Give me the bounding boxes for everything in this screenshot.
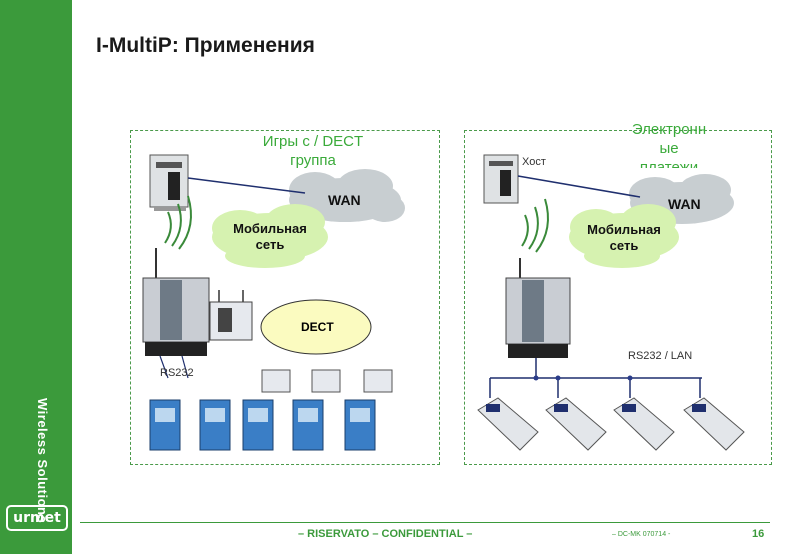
dect-base-icon (209, 290, 253, 341)
left-heading-line1: Игры с / DECT (262, 133, 364, 150)
dect-terminal-icon (261, 369, 393, 393)
page-title: I-MultiP: Применения (96, 34, 315, 57)
mobile-network-label-right: Мобильная сеть (578, 222, 670, 254)
left-heading: Игры с / DECT группа (248, 132, 378, 170)
dect-label: DECT (301, 320, 334, 334)
sidebar: Wireless Solutions urmet (0, 0, 72, 554)
mobile-label-line1: Мобильная (233, 221, 307, 236)
right-heading-line3: платежи (639, 159, 699, 168)
page-number: 16 (752, 528, 765, 540)
footer-confidential: – RISERVATO – CONFIDENTIAL – (298, 528, 473, 540)
wireless-signal-icon (164, 195, 192, 250)
left-heading-line2: группа (290, 152, 336, 169)
footer-divider (80, 522, 770, 523)
host-server-icon (483, 154, 519, 204)
host-label: Хост (522, 156, 546, 168)
mobile-cloud-right (569, 204, 679, 268)
right-heading: Электронн ые платежи (620, 120, 718, 168)
footer-document-code: – DC-MK 070714 - (612, 531, 671, 538)
modem-icon (505, 258, 571, 358)
wireless-signal-icon (521, 198, 549, 253)
right-panel (464, 130, 772, 465)
left-panel (130, 130, 440, 465)
dect-ellipse (260, 299, 372, 355)
game-terminal-icon (149, 399, 376, 451)
right-heading-line1: Электронн (631, 121, 707, 138)
wan-label-left: WAN (328, 192, 361, 208)
urmet-logo: urmet (6, 505, 68, 531)
mobile-network-label-left: Мобильная сеть (224, 221, 316, 253)
sidebar-vertical-text: Wireless Solutions (35, 398, 50, 524)
payment-terminal-icon (477, 397, 745, 451)
mobile-label-line1: Мобильная (587, 222, 661, 237)
server-icon (149, 154, 189, 211)
lan-bus (489, 358, 702, 398)
mobile-cloud-left (212, 204, 328, 268)
mobile-label-line2: сеть (255, 237, 285, 252)
rs232-label: RS232 (160, 367, 194, 379)
right-heading-line2: ые (659, 140, 679, 157)
rs232-lan-label: RS232 / LAN (628, 350, 693, 362)
mobile-label-line2: сеть (609, 238, 639, 253)
wan-label-right: WAN (668, 196, 701, 212)
modem-icon (142, 248, 210, 356)
